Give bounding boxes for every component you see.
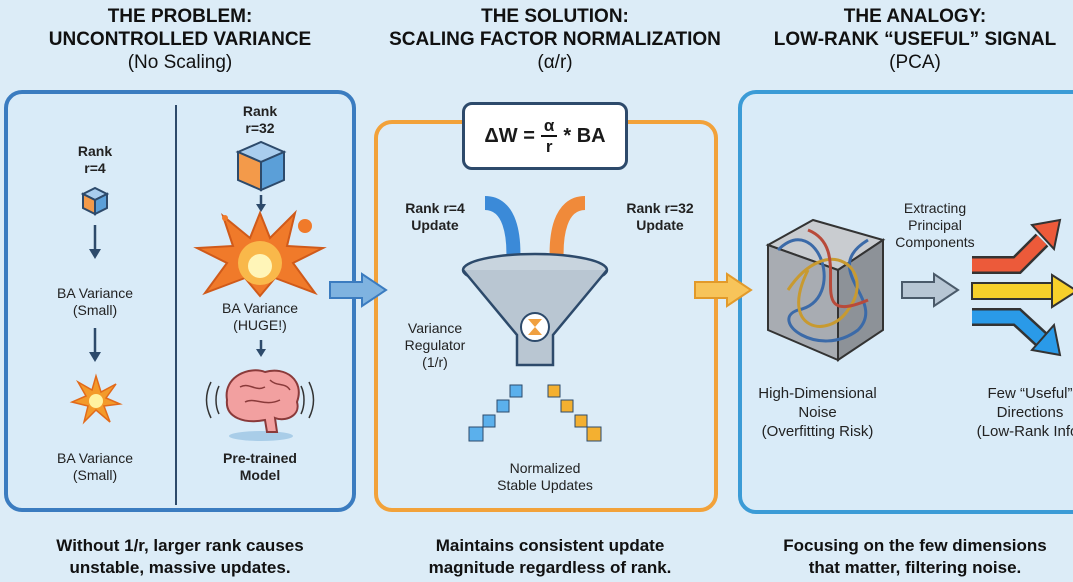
divider — [175, 105, 177, 505]
analogy-note: (PCA) — [889, 52, 941, 73]
arrow-down-icon — [256, 340, 266, 357]
problem-title: THE PROBLEM: — [107, 6, 253, 27]
funnel-icon — [461, 196, 609, 442]
explosion-icon — [193, 209, 327, 298]
arrow-right-icon — [901, 272, 960, 308]
arrow-down-icon — [89, 225, 101, 259]
arrow-down-icon — [89, 328, 101, 362]
arrow-down-icon — [256, 195, 266, 212]
problem-header: THE PROBLEM: UNCONTROLLED VARIANCE (No S… — [0, 5, 360, 74]
noise-cube-icon — [765, 218, 886, 362]
solution-note: (α/r) — [537, 52, 573, 73]
problem-subtitle: UNCONTROLLED VARIANCE — [48, 29, 312, 50]
ba-variance-small-2: BA Variance(Small) — [56, 450, 133, 483]
ba-variance-small-1: BA Variance(Small) — [56, 285, 133, 318]
useful-directions-label: Few “Useful”Directions(Low-Rank Info) — [976, 385, 1073, 440]
analogy-header: THE ANALOGY: LOW-RANK “USEFUL” SIGNAL (P… — [745, 5, 1073, 74]
ba-variance-huge: BA Variance(HUGE!) — [221, 300, 298, 333]
arrow-right-icon — [694, 272, 753, 308]
solution-title: THE SOLUTION: — [481, 6, 629, 27]
small-cube-icon — [80, 186, 110, 216]
problem-panel — [4, 90, 356, 512]
brain-icon — [205, 369, 315, 441]
solution-subtitle: SCALING FACTOR NORMALIZATION — [389, 29, 721, 50]
problem-note: (No Scaling) — [127, 52, 233, 73]
analogy-title: THE ANALOGY: — [843, 6, 987, 27]
large-cube-icon — [235, 140, 287, 192]
analogy-subtitle: LOW-RANK “USEFUL” SIGNAL — [773, 29, 1057, 50]
solution-header: THE SOLUTION: SCALING FACTOR NORMALIZATI… — [375, 5, 735, 74]
arrow-right-icon — [329, 272, 388, 308]
small-burst-icon — [69, 373, 123, 425]
principal-directions-icon — [971, 218, 1073, 357]
